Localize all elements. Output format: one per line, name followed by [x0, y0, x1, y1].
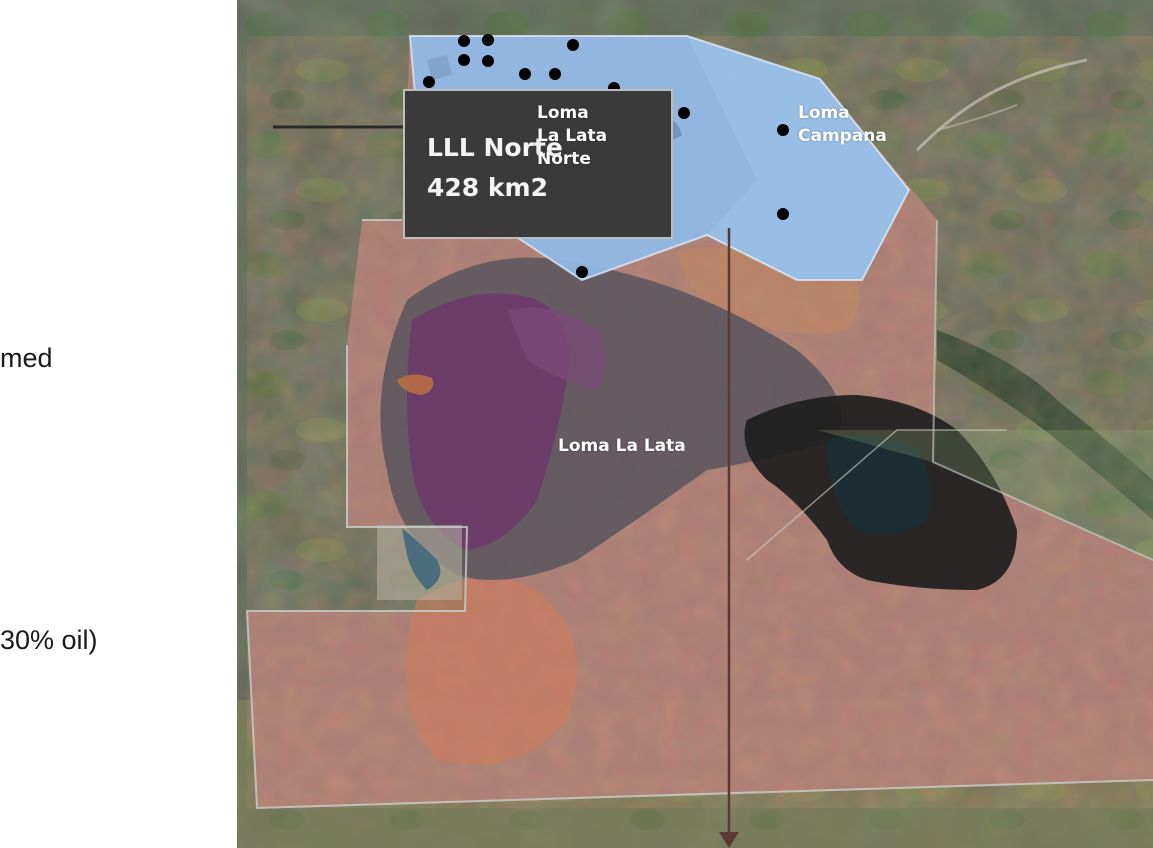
label-loma-campana: Loma Campana — [798, 102, 887, 148]
well-marker — [567, 39, 579, 51]
well-marker — [458, 35, 470, 47]
label-line: Campana — [798, 125, 887, 146]
label-loma-la-lata: Loma La Lata — [558, 436, 686, 456]
lll-norte-callout: LLL Norte 428 km2 — [403, 89, 673, 239]
side-text-2: 30% oil) — [0, 625, 98, 655]
well-marker — [678, 107, 690, 119]
well-marker — [482, 55, 494, 67]
side-text-1: med — [0, 343, 53, 373]
callout-area: 428 km2 — [427, 173, 548, 202]
well-marker — [482, 34, 494, 46]
well-marker — [458, 54, 470, 66]
label-line: La Lata — [537, 125, 608, 146]
satellite-map — [237, 0, 1153, 848]
map-view — [237, 0, 1153, 848]
label-line: Loma — [537, 103, 589, 123]
label-loma-la-lata-norte: Loma La Lata Norte — [537, 102, 607, 171]
well-marker — [549, 68, 561, 80]
arrow-down-icon — [719, 228, 739, 848]
well-marker — [519, 68, 531, 80]
well-marker — [423, 76, 435, 88]
well-marker — [576, 266, 588, 278]
label-line: Norte — [537, 148, 591, 169]
label-line: Loma — [798, 103, 850, 123]
well-marker — [777, 208, 789, 220]
callout-title: LLL Norte — [427, 133, 563, 162]
well-marker — [777, 124, 789, 136]
